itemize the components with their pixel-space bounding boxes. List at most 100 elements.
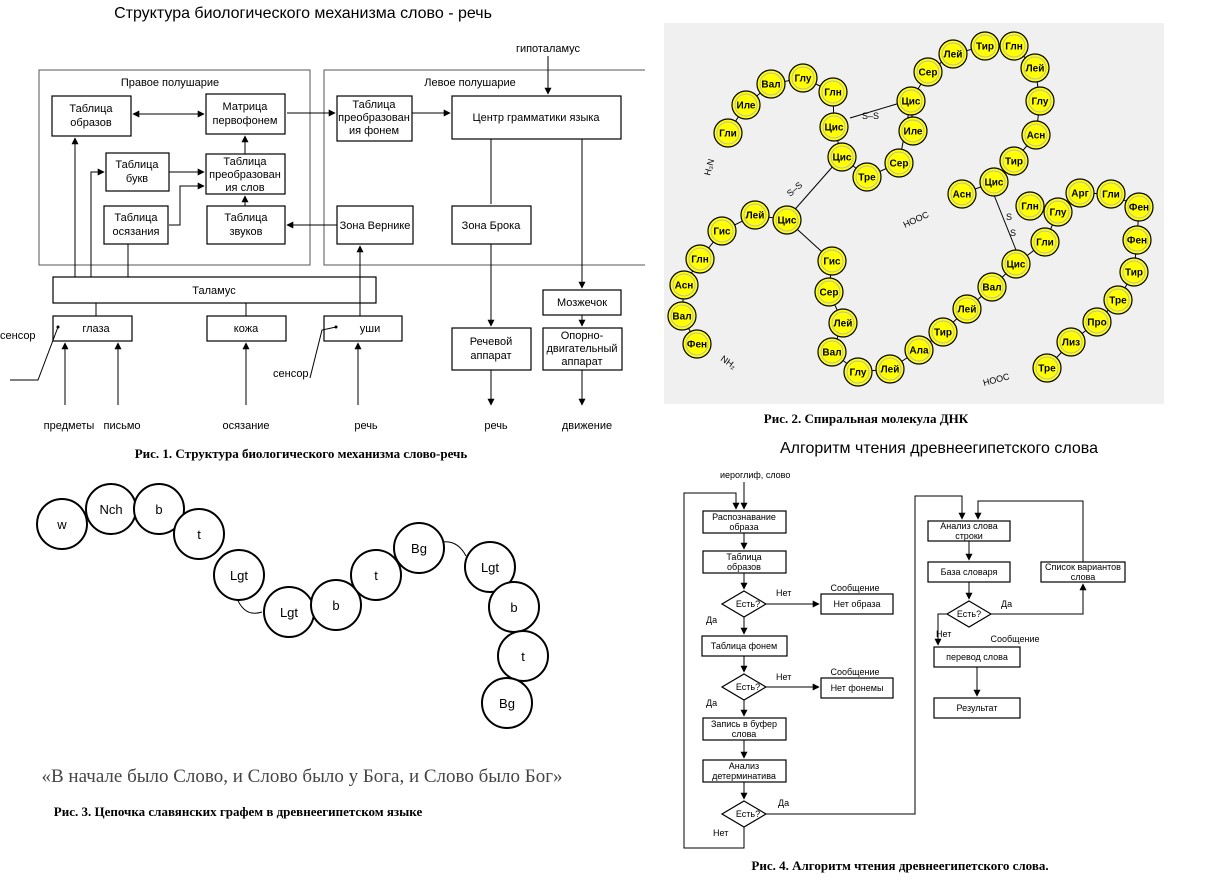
amino-acid-label: Сер [890, 159, 909, 170]
yes-label-2: Да [706, 698, 717, 708]
amino-acid-label: Глу [850, 368, 867, 379]
result-label: Результат [957, 703, 998, 713]
no-label-1: Нет [776, 588, 791, 598]
amino-acid-label: Фен [1129, 203, 1149, 214]
grapheme-label: b [332, 598, 339, 613]
amino-acid-label: Тир [934, 328, 952, 339]
amino-acid-label: Лей [944, 50, 963, 61]
amino-acid-label: Лей [881, 365, 900, 376]
grammar-center-label: Центр грамматики языка [472, 112, 600, 124]
broca-box [451, 205, 532, 245]
amino-acid-bead: Цис [896, 86, 926, 116]
amino-acid-bead: Лей [740, 200, 770, 230]
amino-acid-bead: Тир [1119, 257, 1149, 287]
yes-label-3: Да [778, 798, 789, 808]
grapheme-bead: Nch [85, 483, 137, 535]
amino-acid-bead: Лей [828, 308, 858, 338]
wernicke-box [336, 205, 414, 245]
output-speech: речь [484, 420, 508, 432]
broca-label: Зона Брока [462, 220, 522, 232]
eyes-label: глаза [82, 323, 110, 335]
amino-acid-bead: Цис [1001, 249, 1031, 279]
amino-acid-label: Лиз [1062, 338, 1080, 349]
input-touch: осязание [222, 420, 269, 432]
amino-acid-label: Глу [795, 74, 812, 85]
amino-acid-bead: Глу [843, 357, 873, 387]
amino-acid-bead: Глн [999, 31, 1029, 61]
grapheme-bead: t [497, 630, 549, 682]
amino-acid-label: Глн [1021, 202, 1039, 213]
result-box [933, 697, 1021, 719]
translation-label: перевод слова [946, 652, 1008, 662]
fig1-structure-diagram: Структура биологического механизма слово… [0, 5, 645, 461]
yes-label-4: Да [1001, 599, 1012, 609]
amino-acid-label: Асн [675, 281, 694, 292]
grapheme-label: Lgt [280, 605, 298, 620]
phoneme-table-label: Таблица фонем [711, 641, 777, 651]
amino-acid-bead: Сер [913, 57, 943, 87]
amino-acid-bead: Вал [667, 301, 697, 331]
amino-acid-label: Фен [687, 340, 707, 351]
amino-acid-bead: Фен [1122, 225, 1152, 255]
amino-acid-label: Иле [737, 101, 756, 112]
message-label-3: Сообщение [991, 634, 1040, 644]
fig1-title: Структура биологического механизма слово… [114, 5, 492, 22]
amino-acid-bead: Сер [814, 277, 844, 307]
message-label-2: Сообщение [831, 667, 880, 677]
amino-acid-bead: Про [1082, 307, 1112, 337]
grapheme-label: Nch [99, 502, 122, 517]
amino-acid-label: Гис [823, 257, 841, 268]
amino-acid-bead: Гли [1030, 227, 1060, 257]
amino-acid-bead: Глу [1025, 86, 1055, 116]
grapheme-label: t [521, 649, 525, 664]
sensor-label-right: сенсор [273, 368, 309, 380]
fig3-quote: «В начале было Слово, и Слово было у Бог… [42, 766, 563, 787]
amino-acid-bead: Тир [970, 31, 1000, 61]
disulfide-bond [849, 102, 901, 119]
amino-acid-bead: Вал [977, 272, 1007, 302]
amino-acid-bead: Глн [1015, 191, 1045, 221]
amino-acid-bead: Тре [1032, 353, 1062, 383]
grapheme-bead: w [36, 498, 88, 550]
amino-acid-label: Гли [1036, 238, 1054, 249]
amino-acid-label: Тре [1038, 364, 1056, 375]
grapheme-bead: b [310, 579, 362, 631]
yes-label-1: Да [706, 615, 717, 625]
amino-acid-label: Про [1087, 318, 1106, 329]
amino-acid-label: Асн [1027, 131, 1046, 142]
amino-acid-label: Цис [901, 97, 920, 108]
amino-acid-bead: Глу [788, 63, 818, 93]
amino-acid-label: Лей [746, 211, 765, 222]
phoneme-transform-box [336, 95, 413, 142]
grapheme-label: w [56, 517, 67, 532]
grapheme-label: b [155, 502, 162, 517]
amino-acid-bead: Фен [1124, 192, 1154, 222]
amino-acid-label: Сер [919, 68, 938, 79]
amino-acid-bead: Вал [817, 337, 847, 367]
grapheme-label: t [374, 568, 378, 583]
decision-3-label: Есть? [736, 809, 760, 819]
message-label-1: Сообщение [831, 583, 880, 593]
grapheme-label: Bg [411, 541, 427, 556]
output-movement: движение [562, 420, 612, 432]
no-phoneme-box [820, 677, 894, 699]
fig4-caption: Рис. 4. Алгоритм чтения древнеегипетског… [751, 858, 1048, 873]
amino-acid-label: Вал [761, 80, 780, 91]
fig4-title: Алгоритм чтения древнеегипетского слова [780, 440, 1098, 457]
amino-acid-label: Цис [832, 153, 851, 164]
amino-acid-label: Фен [1127, 236, 1147, 247]
amino-acid-bead: Фен [682, 329, 712, 359]
fig3-caption: Рис. 3. Цепочка славянских графем в древ… [54, 804, 423, 819]
amino-acid-bead: Гис [817, 246, 847, 276]
grammar-center-box [451, 95, 622, 140]
fig2-dna-diagram: ГлиИлеВалГлуГлнЦисЦисТреСерЦисИлеСерЛейТ… [664, 23, 1164, 426]
right-hemisphere-frame [38, 69, 311, 266]
grapheme-label: Lgt [230, 568, 248, 583]
